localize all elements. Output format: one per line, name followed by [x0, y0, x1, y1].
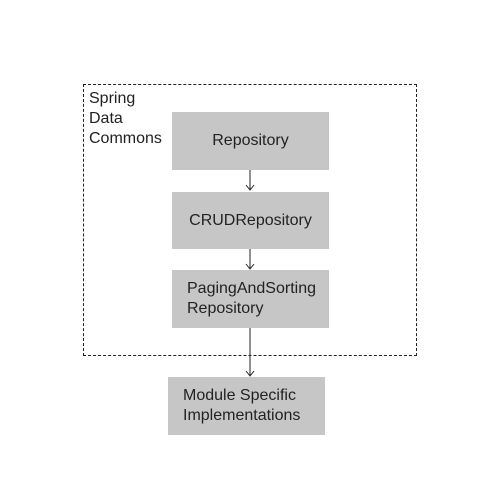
crud-repository-node: CRUDRepository	[172, 192, 329, 249]
paging-and-sorting-repository-label: PagingAndSorting Repository	[187, 280, 316, 317]
repository-label: Repository	[212, 132, 289, 149]
repository-node: Repository	[172, 112, 329, 170]
crud-repository-label: CRUDRepository	[189, 211, 312, 229]
arrowhead-paging-to-module	[245, 370, 255, 377]
spring-data-commons-label: Spring Data Commons	[89, 90, 162, 147]
paging-and-sorting-repository-node: PagingAndSorting Repository	[172, 270, 329, 328]
module-specific-implementations-label: Module Specific Implementations	[183, 387, 301, 424]
module-specific-implementations-node: Module Specific Implementations	[168, 377, 325, 435]
